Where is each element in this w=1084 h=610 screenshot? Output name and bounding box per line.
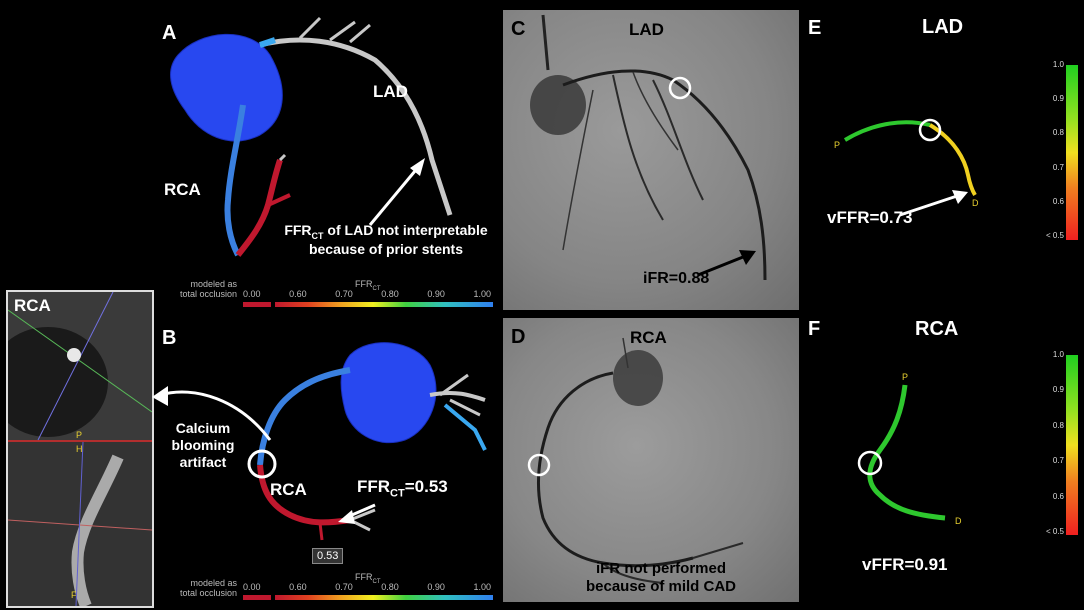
scale-top-gradient-bar — [275, 302, 493, 307]
panel-e-vffr: vFFR=0.73 — [827, 208, 913, 227]
panel-b-callout-1: Calcium — [175, 420, 231, 436]
panel-e-distal: D — [972, 198, 979, 208]
inset-title: RCA — [14, 296, 51, 315]
panel-b-callout-2: blooming — [171, 437, 235, 453]
scale-bottom-left-label-2: total occlusion — [179, 588, 237, 598]
panel-e-proximal: P — [834, 140, 841, 150]
panel-f-letter: F — [808, 318, 821, 340]
inset-mark-h: H — [76, 444, 83, 454]
panel-e-letter: E — [808, 17, 822, 39]
scale-bottom-occlusion-bar — [243, 595, 271, 600]
panel-b-callout-3: artifact — [179, 454, 227, 470]
panel-a-lad-label: LAD — [373, 82, 408, 101]
panel-c: C LAD iFR=0.88 — [503, 10, 799, 310]
panel-c-ifr: iFR=0.88 — [643, 270, 710, 287]
panel-b-callout: Calcium blooming artifact — [162, 420, 244, 471]
panel-f-vessel: RCA — [915, 318, 959, 340]
panel-b-value-box: 0.53 — [312, 548, 344, 564]
panel-d-letter: D — [511, 326, 526, 348]
scale-top-left-label-2: total occlusion — [179, 289, 237, 299]
panel-a-note-rest: of LAD not interpretable — [323, 222, 488, 238]
inset-rca-image — [8, 292, 152, 606]
panel-d-note-2: because of mild CAD — [585, 578, 737, 595]
scale-bottom-ticks: 0.00 0.60 0.70 0.80 0.90 1.00 — [243, 582, 491, 592]
panel-b-rca-label: RCA — [270, 480, 307, 499]
scale-top-occlusion-bar — [243, 302, 271, 307]
panel-f-proximal: P — [902, 372, 909, 382]
panel-f-colorbar-ticks: 1.0 0.9 0.8 0.7 0.6 < 0.5 — [1045, 350, 1064, 536]
scale-bottom-gradient-bar — [275, 595, 493, 600]
panel-d-note-1: iFR not performed — [596, 560, 726, 577]
panel-a-note-line2: because of prior stents — [308, 240, 464, 257]
panel-d-note: iFR not performed because of mild CAD — [563, 560, 759, 596]
scale-bottom-title: FFRCT — [355, 572, 381, 585]
inset-rca: RCA P H F — [6, 290, 154, 608]
scale-top-title: FFRCT — [355, 279, 381, 292]
panel-e-vessel: LAD — [922, 16, 964, 38]
panel-b-letter: B — [162, 327, 177, 349]
panel-d: D RCA iFR not performed because of mild … — [503, 318, 799, 602]
panel-a-rca-label: RCA — [164, 180, 201, 199]
scale-top-left-label-1: modeled as — [190, 279, 237, 289]
panel-a-note: FFRCT of LAD not interpretable because o… — [270, 222, 502, 257]
panel-f-distal: D — [955, 516, 962, 526]
panel-a-note-ffr: FFR — [284, 222, 312, 238]
panel-f-colorbar — [1066, 355, 1078, 535]
panel-c-letter: C — [511, 18, 526, 40]
panel-f-vffr: vFFR=0.91 — [862, 555, 948, 574]
inset-mark-p: P — [76, 430, 83, 440]
panel-d-vessel: RCA — [630, 328, 667, 347]
panel-a-note-sub: CT — [311, 230, 324, 241]
scale-top-ticks: 0.00 0.60 0.70 0.80 0.90 1.00 — [243, 289, 491, 299]
inset-mark-f: F — [71, 590, 77, 600]
panel-c-vessel: LAD — [629, 20, 664, 39]
panel-b-ffr-label: FFRCT=0.53 — [357, 477, 448, 500]
panel-c-angiogram — [530, 14, 767, 281]
panel-e-colorbar-ticks: 1.0 0.9 0.8 0.7 0.6 < 0.5 — [1045, 60, 1064, 240]
scale-bottom-left-label-1: modeled as — [190, 578, 237, 588]
panel-e-colorbar — [1066, 65, 1078, 240]
panel-a-letter: A — [162, 22, 177, 44]
panel-d-angiogram — [527, 337, 744, 584]
